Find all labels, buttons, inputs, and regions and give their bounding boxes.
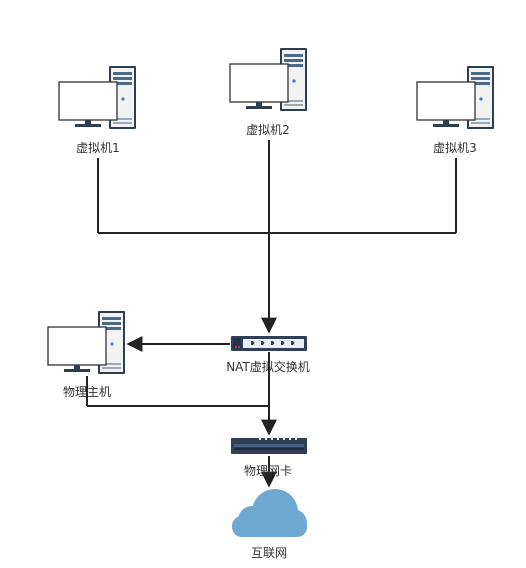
vm1-computer-icon xyxy=(58,65,137,130)
vm3-label: 虚拟机3 xyxy=(433,141,477,155)
network-card-icon xyxy=(231,436,307,454)
vm3-computer-icon xyxy=(416,65,495,130)
physical-nic-label: 物理网卡 xyxy=(243,464,293,478)
physical-host-label: 物理主机 xyxy=(62,385,112,399)
vm1-label: 虚拟机1 xyxy=(76,141,120,155)
vm2-label: 虚拟机2 xyxy=(246,123,290,137)
connection-lines xyxy=(86,140,457,488)
vm2-computer-icon xyxy=(229,47,308,112)
nat-switch-label: NAT虚拟交换机 xyxy=(226,360,310,374)
switch-icon xyxy=(231,336,307,351)
physical-host-computer-icon xyxy=(47,310,126,375)
cloud-icon xyxy=(232,489,307,537)
internet-label: 互联网 xyxy=(250,546,288,560)
